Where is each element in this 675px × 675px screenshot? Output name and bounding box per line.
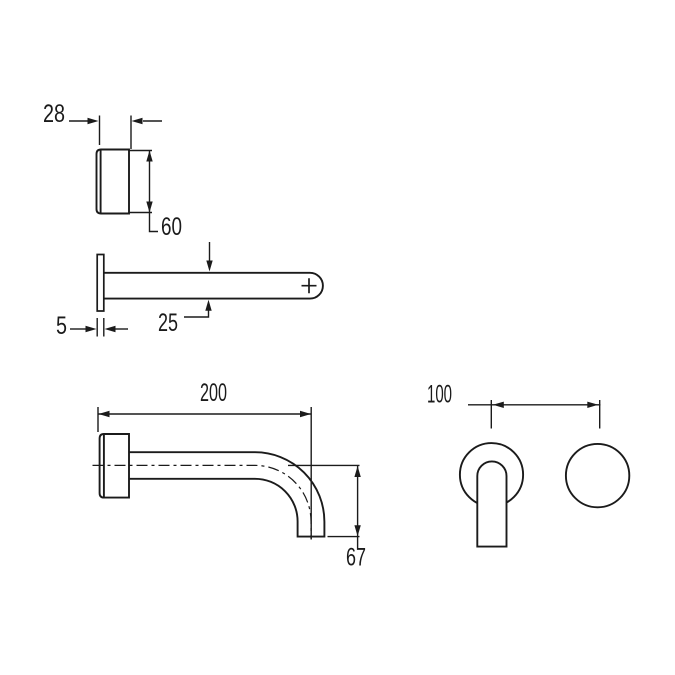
arrowhead-up-icon (354, 466, 361, 477)
dim-line (148, 150, 158, 233)
extension-lines (129, 149, 152, 214)
arrowhead-down-icon (354, 525, 361, 537)
projection-dimension: 200 (97, 379, 312, 540)
extension-lines (98, 115, 132, 149)
handle-front-outline (476, 460, 508, 548)
arrowhead-down-icon (146, 201, 153, 213)
extension-lines (96, 318, 105, 337)
arrowhead-left-icon (492, 401, 504, 408)
arrowhead-right-icon (587, 401, 599, 408)
arrowhead-right-icon (87, 117, 99, 125)
extension-lines (490, 400, 601, 429)
handle-side-view: 28 60 (43, 100, 182, 241)
extension-lines (97, 407, 312, 540)
spout-width-label: 25 (158, 309, 178, 337)
spout-side-view: 200 67 (92, 379, 366, 572)
arrowhead-up-icon (146, 150, 153, 162)
dim-leaders (288, 464, 360, 538)
aerator-cross-icon (301, 278, 317, 294)
spout-front-circle (564, 442, 631, 509)
flange-thickness-dimension: 5 (56, 312, 128, 340)
arrowhead-left-icon (104, 325, 116, 333)
arrowhead-right-icon (85, 325, 97, 333)
spacing-dimension: 100 (427, 381, 601, 429)
wall-flange-side-outline (98, 433, 130, 499)
wall-flange-top-outline (96, 253, 105, 312)
arrowhead-left-icon (131, 117, 143, 125)
drop-label: 67 (346, 544, 366, 572)
dim-leader (184, 310, 210, 318)
arrowhead-down-icon (206, 260, 213, 272)
handle-height-label: 60 (161, 213, 182, 241)
flange-thickness-label: 5 (56, 312, 67, 340)
spout-centerline (92, 464, 312, 539)
arrowhead-left-icon (98, 410, 110, 418)
spout-side-outline (129, 451, 326, 538)
arrowhead-up-icon (205, 299, 212, 311)
spacing-label: 100 (427, 381, 452, 409)
drop-dimension: 67 (288, 464, 366, 572)
handle-width-dimension: 28 (43, 100, 162, 149)
spout-width-dimension: 25 (158, 242, 213, 337)
handle-side-outline (95, 148, 130, 215)
handle-width-label: 28 (43, 100, 65, 128)
spout-top-outline (103, 271, 324, 300)
projection-label: 200 (200, 379, 227, 407)
front-view: 100 (427, 381, 631, 548)
arrowhead-right-icon (300, 410, 311, 418)
handle-height-dimension: 60 (129, 149, 182, 241)
spout-top-view: 25 5 (56, 242, 324, 340)
